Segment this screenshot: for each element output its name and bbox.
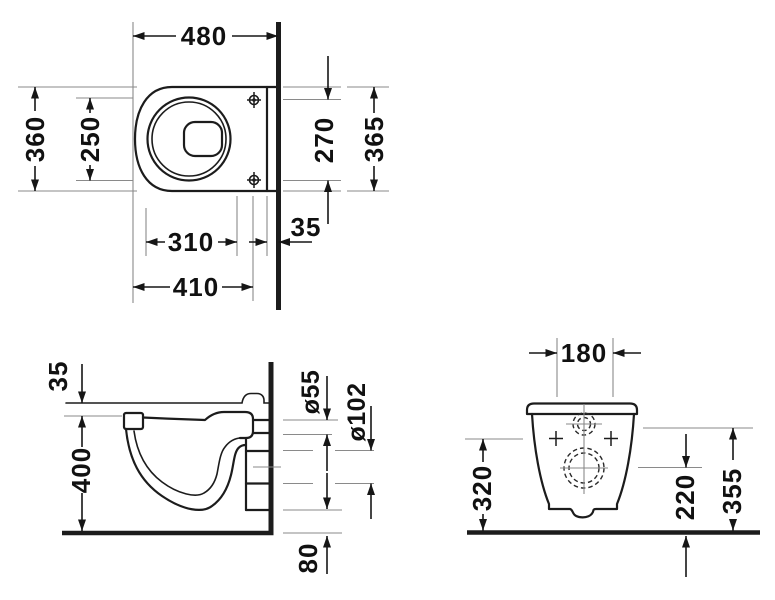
dim-label-floor-clearance: 80 xyxy=(293,543,323,574)
dim-label-hole-spacing: 270 xyxy=(309,117,339,163)
body-outline xyxy=(530,412,636,519)
dim-label-410: 410 xyxy=(173,272,219,302)
bowl-rim-outer xyxy=(146,96,232,182)
toilet-outline xyxy=(133,85,280,193)
dim-label-supply-diameter: ø55 xyxy=(297,370,325,415)
dim-label-fixing-height: 320 xyxy=(467,465,497,511)
fixing-hole-left xyxy=(549,431,563,446)
dim-label-body-height: 355 xyxy=(717,468,747,514)
dim-label-fixing-spacing: 180 xyxy=(561,338,607,368)
dim-label-plate: 35 xyxy=(291,212,322,242)
front-view: 180 320 220 355 xyxy=(465,338,760,577)
dim-label-outlet-diameter: ø102 xyxy=(343,383,371,442)
seat-hinge-block xyxy=(122,411,145,431)
dim-label-bowl-width: 250 xyxy=(75,116,105,162)
bowl-drain-opening xyxy=(182,120,224,158)
plan-view: 480 360 250 270 365 310 410 35 xyxy=(18,21,389,310)
dim-label-rim-height: 400 xyxy=(66,447,96,493)
bowl-inner-curve xyxy=(133,430,242,496)
side-view: 35 400 ø55 ø102 80 xyxy=(43,361,375,574)
dim-label-width: 360 xyxy=(20,116,50,162)
fixing-hole-right xyxy=(604,431,618,446)
bowl-rim-inner xyxy=(151,101,227,177)
rim-and-flush-housing xyxy=(141,410,255,440)
dim-label-310: 310 xyxy=(168,227,214,257)
fixing-hole-bottom xyxy=(247,172,261,188)
dim-label-seat-rise: 35 xyxy=(43,361,73,392)
dim-label-depth: 480 xyxy=(181,21,227,51)
seat-profile-line xyxy=(65,392,270,404)
dim-label-outlet-height: 220 xyxy=(670,474,700,520)
dim-label-outer-width: 365 xyxy=(359,116,389,162)
rim-top-band xyxy=(525,402,639,416)
fixing-hole-top xyxy=(247,92,261,108)
bowl-outer-curve xyxy=(124,427,248,511)
